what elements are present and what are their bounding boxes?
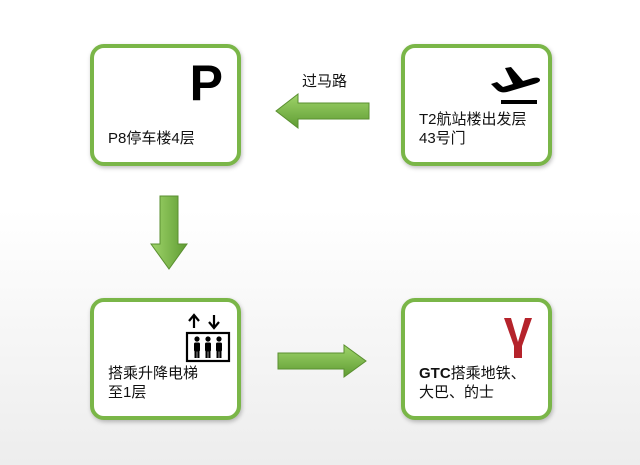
parking-step-label: P8停车楼4层 [108,130,195,147]
elevator-icon [185,313,231,363]
parking-step-box: P P8停车楼4层 [90,44,241,166]
cross-road-label: 过马路 [302,73,348,90]
airplane-departure-icon [491,67,540,104]
metro-logo-icon [504,318,532,358]
elevator-step-box: 搭乘升降电梯 至1层 [90,298,241,420]
gtc-label-bold: GTC [419,365,451,382]
parking-icon: P [189,55,223,111]
gtc-label-rest: 搭乘地铁、 大巴、的士 [419,365,526,401]
terminal-step-label: T2航站楼出发层 43号门 [419,111,527,147]
arrow-right-icon [277,344,367,378]
arrow-down-icon [150,195,188,270]
terminal-step-box: T2航站楼出发层 43号门 [401,44,552,166]
gtc-step-label: GTC搭乘地铁、 大巴、的士 [419,364,526,402]
elevator-step-label: 搭乘升降电梯 至1层 [108,365,199,401]
arrow-left-icon [275,92,370,130]
gtc-step-box: GTC搭乘地铁、 大巴、的士 [401,298,552,420]
